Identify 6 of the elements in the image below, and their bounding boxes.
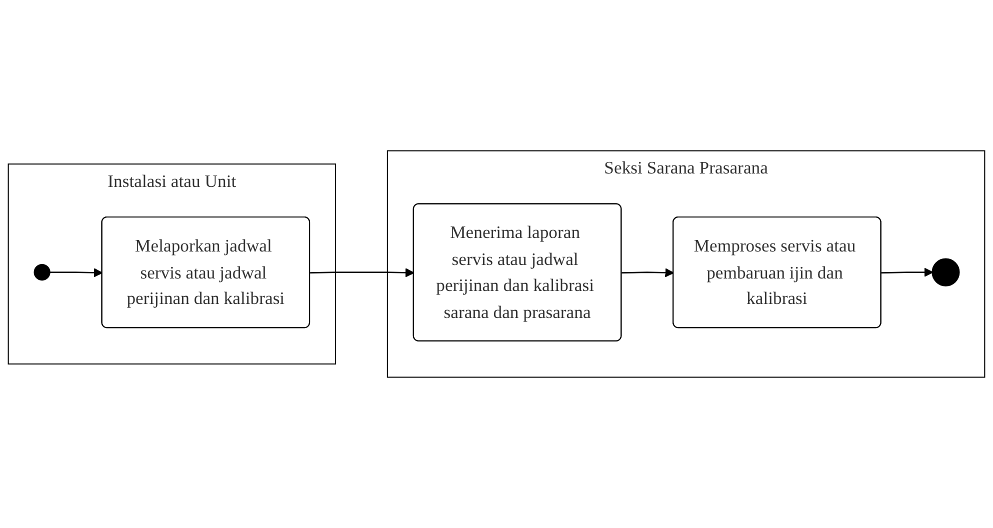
arrow <box>50 268 103 278</box>
node-circle <box>34 264 50 281</box>
node-bullseye <box>932 258 960 286</box>
arrow <box>881 268 934 277</box>
arrow <box>310 268 414 278</box>
arrow <box>622 268 674 278</box>
